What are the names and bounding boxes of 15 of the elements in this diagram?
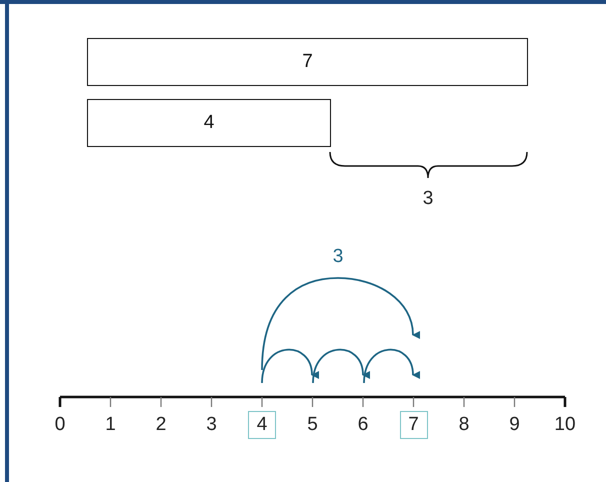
tick-label: 1 xyxy=(105,414,116,436)
tick-label: 10 xyxy=(554,414,576,436)
bar: 4 xyxy=(87,99,331,147)
tick-label: 0 xyxy=(54,414,66,436)
highlighted-number: 4 xyxy=(248,411,276,439)
tick-label: 2 xyxy=(156,414,166,436)
brace-label: 3 xyxy=(422,188,434,210)
tick-label: 6 xyxy=(358,414,368,436)
bar: 7 xyxy=(87,38,528,86)
tick-label: 9 xyxy=(509,414,520,436)
highlighted-number: 7 xyxy=(400,411,428,439)
jump-label: 3 xyxy=(332,246,344,268)
tick-label: 3 xyxy=(206,414,217,436)
tick-label: 5 xyxy=(307,414,318,436)
tick-label: 8 xyxy=(458,414,470,436)
